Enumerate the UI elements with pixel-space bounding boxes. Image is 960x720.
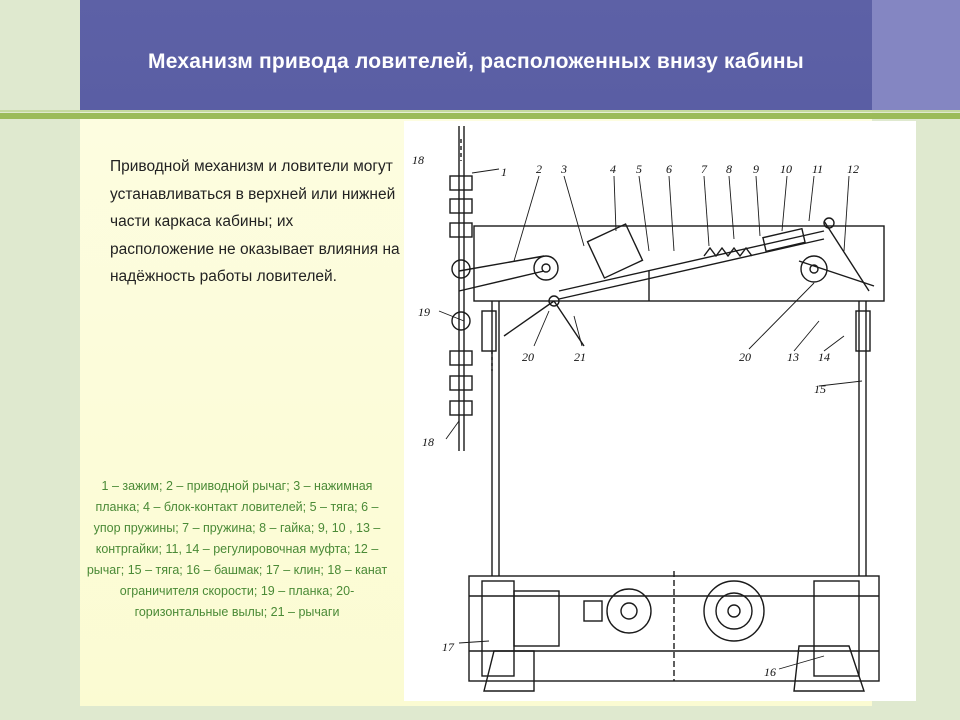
header-accent-block — [872, 0, 960, 110]
label-16: 16 — [764, 665, 776, 679]
label-9: 9 — [753, 162, 759, 176]
label-19: 19 — [418, 305, 430, 319]
label-3: 3 — [560, 162, 567, 176]
mechanism-drawing: 18 1 2 3 4 5 6 7 8 9 10 11 12 19 20 21 2… — [404, 121, 916, 701]
figure-legend: 1 – зажим; 2 – приводной рычаг; 3 – нажи… — [86, 479, 388, 619]
label-6: 6 — [666, 162, 672, 176]
part-labels: 18 1 2 3 4 5 6 7 8 9 10 11 12 19 20 21 2… — [412, 153, 859, 679]
label-8: 8 — [726, 162, 732, 176]
label-1: 1 — [501, 165, 507, 179]
car-frame — [473, 225, 885, 576]
label-7: 7 — [701, 162, 708, 176]
label-17: 17 — [442, 640, 455, 654]
label-18-top: 18 — [412, 153, 424, 167]
label-15: 15 — [814, 382, 826, 396]
label-5: 5 — [636, 162, 642, 176]
label-4: 4 — [610, 162, 616, 176]
label-20-left: 20 — [522, 350, 534, 364]
label-13: 13 — [787, 350, 799, 364]
slide-header: Механизм привода ловителей, расположенны… — [80, 0, 872, 110]
label-2: 2 — [536, 162, 542, 176]
slide-title: Механизм привода ловителей, расположенны… — [148, 50, 804, 73]
label-18-bottom: 18 — [422, 435, 434, 449]
slide-body-text: Приводной механизм и ловители могут уста… — [110, 158, 400, 285]
label-12: 12 — [847, 162, 859, 176]
callout-lines — [438, 168, 863, 670]
safety-gear-assembly — [468, 571, 880, 692]
drive-linkage — [458, 217, 875, 347]
header-divider-thin — [0, 110, 960, 112]
label-20-right: 20 — [739, 350, 751, 364]
label-14: 14 — [818, 350, 830, 364]
mechanism-diagram: 18 1 2 3 4 5 6 7 8 9 10 11 12 19 20 21 2… — [412, 126, 885, 692]
label-11: 11 — [812, 162, 823, 176]
header-divider — [0, 113, 960, 119]
label-21: 21 — [574, 350, 586, 364]
footer-strip — [0, 706, 960, 720]
label-10: 10 — [780, 162, 792, 176]
left-margin-band — [0, 0, 80, 720]
